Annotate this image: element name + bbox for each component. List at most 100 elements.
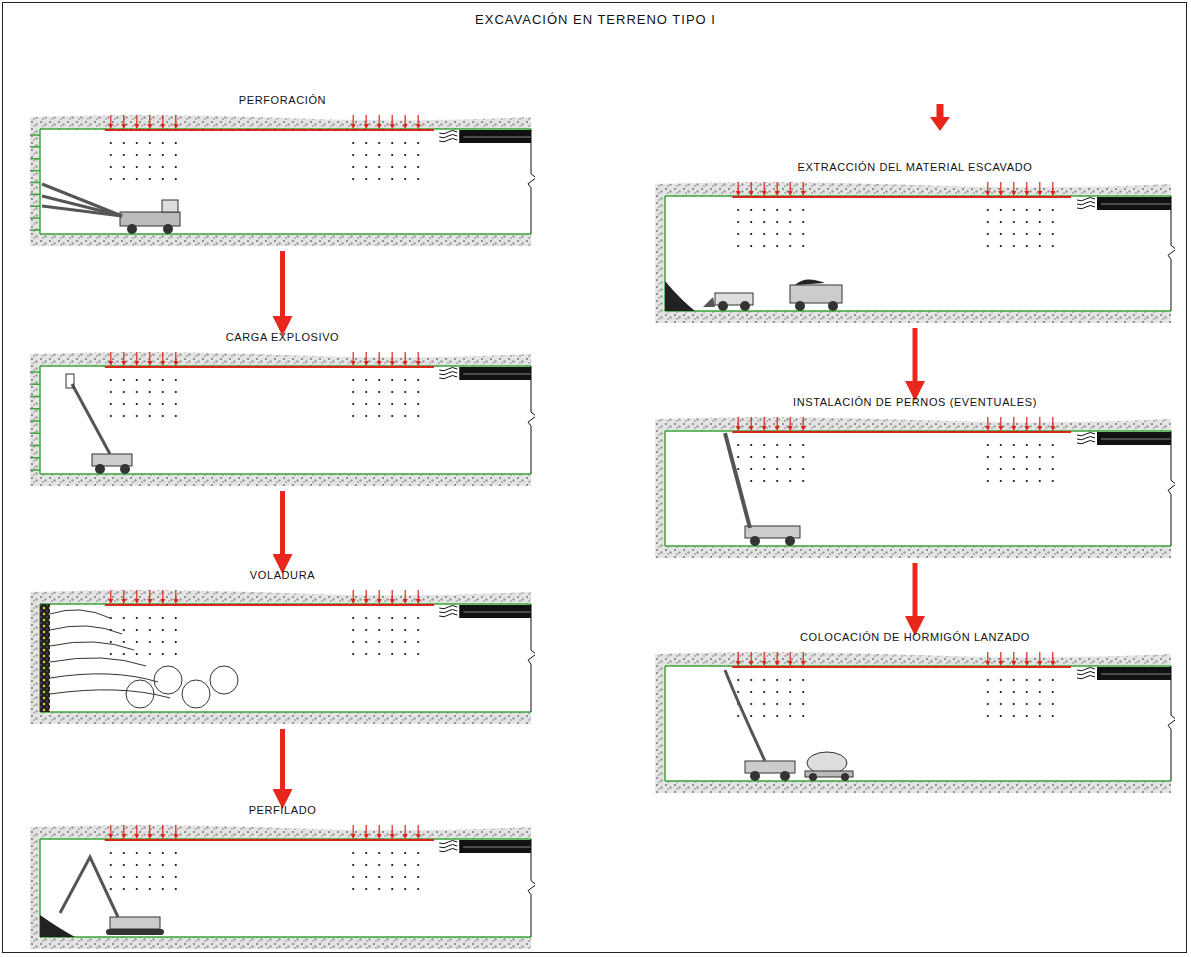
lining-inner-line [463,847,531,848]
ventilation-lines [1077,433,1095,436]
bolt-arrow-head [403,834,408,839]
bolt-dot [789,233,791,235]
lining-section [459,605,531,618]
bolt-dot [1013,468,1015,470]
bolt-dot [149,391,151,393]
bolt-arrow-head [134,124,139,129]
bolt-dot [776,468,778,470]
bolt-dot [391,403,393,405]
lining-inner-line [1101,439,1171,440]
bolt-dot [776,679,778,681]
ventilation-lines [439,131,457,134]
bolt-dot [136,142,138,144]
wheel [127,224,137,234]
bolt-dot [789,221,791,223]
bolt-dot [110,876,112,878]
lining-section [459,130,531,143]
dust-cloud [154,666,182,694]
bolt-dot [1052,679,1054,681]
bolt-dot [404,629,406,631]
bolt-dot [175,864,177,866]
ventilation-lines [1077,202,1095,205]
dust-cloud [126,680,154,708]
bolt-dot [352,617,354,619]
dump-truck [790,285,842,303]
bolt-dot [987,233,989,235]
bolt-dot [776,233,778,235]
bolt-arrow-head [998,661,1003,666]
bolt-arrow-head [121,599,126,604]
bolt-dot [404,617,406,619]
bolt-dot [352,852,354,854]
ventilation-lines [1077,676,1095,679]
support-line [732,431,1071,433]
bolt-dot [162,876,164,878]
bolt-dot [1052,456,1054,458]
bolt-dot [789,468,791,470]
bolt-dot [365,154,367,156]
bolt-dot [1052,703,1054,705]
blast-cloud [50,674,158,682]
bolt-arrow-head [108,124,113,129]
bolt-dot [802,468,804,470]
bolt-arrow-head [134,599,139,604]
bolt-dot [110,391,112,393]
bolt-dot [391,154,393,156]
bolt-dot [802,703,804,705]
bolt-dot [802,456,804,458]
bolt-dot [391,888,393,890]
bolt-dot [1052,715,1054,717]
bolt-dot [1013,245,1015,247]
bolt-dot [404,852,406,854]
bolt-dot [802,221,804,223]
bolt-dot [136,178,138,180]
ventilation-lines [439,135,457,138]
ground-band [30,115,531,246]
step-title: EXTRACCIÓN DEL MATERIAL ESCAVADO [655,160,1175,174]
bolt-arrow-head [351,361,356,366]
bolt-dot [378,391,380,393]
bolt-dot [789,456,791,458]
bolt-dot [776,691,778,693]
bolt-dot [987,691,989,693]
bolt-dot [987,209,989,211]
blasted-rock [40,604,50,712]
ground-band [655,417,1171,558]
bolt-dot [123,864,125,866]
bolt-arrow-head [788,661,793,666]
bolt-dot [175,166,177,168]
bolt-arrow-head [736,191,741,196]
tunnel-crown-line [665,665,1171,667]
bolt-arrow-head [998,191,1003,196]
bolt-dot [175,641,177,643]
bolt-dot [391,641,393,643]
bolt-dot [110,415,112,417]
bolt-dot [123,403,125,405]
bolt-arrow-head [775,661,780,666]
bolt-arrow-head [390,834,395,839]
bolt-arrow-head [762,191,767,196]
tunnel-floor-line [40,473,531,475]
bolt-dot [1039,691,1041,693]
bolt-dot [149,888,151,890]
bolt-dot [802,691,804,693]
bolt-arrow-head [147,361,152,366]
bolt-dot [737,221,739,223]
bolt-dot [136,852,138,854]
process-step: EXTRACCIÓN DEL MATERIAL ESCAVADO [655,160,1175,325]
wheel [740,301,750,311]
bolt-dot [352,864,354,866]
process-step: INSTALACIÓN DE PERNOS (EVENTUALES) [655,395,1175,560]
bolt-dot [149,876,151,878]
bolt-dot [149,154,151,156]
bolt-dot [378,653,380,655]
ventilation-lines [439,845,457,848]
tunnel-floor-line [665,780,1171,782]
bolt-dot [162,653,164,655]
bolt-dot [162,379,164,381]
bolt-dot [737,691,739,693]
bolt-arrow-head [762,661,767,666]
blast-hole [30,146,40,148]
bolt-dot [802,679,804,681]
bolt-dot [352,888,354,890]
